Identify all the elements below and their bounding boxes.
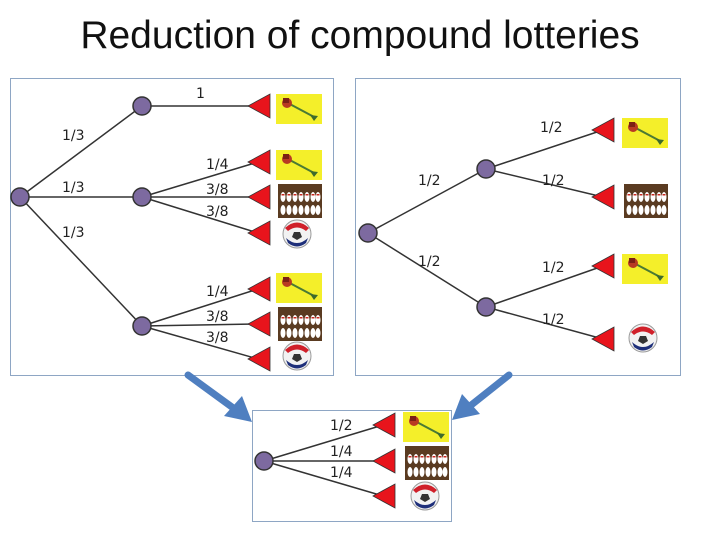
reduced-tree-branches [263,424,384,497]
left-bottom-node [132,316,152,336]
reduced-root-node [254,451,274,471]
outcome-marker [591,326,615,352]
soccer-ball-prize-icon [282,219,312,249]
right-lower-node [476,297,496,317]
outcome-marker [247,93,271,119]
left-middle-node [132,187,152,207]
bowling-pins-prize-icon [624,184,668,218]
dart-prize-icon [621,117,669,149]
dart-prize-icon [275,149,323,181]
right-to-reduced-arrow [452,371,513,420]
right-tree-branches [367,129,604,340]
outcome-marker [372,412,396,438]
soccer-ball-prize-icon [410,481,440,511]
dart-prize-icon [621,253,669,285]
bottom-branch-probability: 1/4 [206,284,229,300]
left-tree-branches [19,105,259,360]
left-top-node [132,96,152,116]
outcome-marker [591,253,615,279]
dart-prize-icon [402,411,450,443]
reduced-probability: 1/4 [330,465,353,481]
right-upper-node [476,159,496,179]
root-probability: 1/3 [62,128,85,144]
bottom-branch-probability: 3/8 [206,309,229,325]
middle-branch-probability: 1/4 [206,157,229,173]
middle-branch-probability: 3/8 [206,182,229,198]
dart-prize-icon [275,272,323,304]
page-title: Reduction of compound lotteries [80,14,640,57]
soccer-ball-prize-icon [282,341,312,371]
outcome-marker [372,448,396,474]
right-upper-probability: 1/2 [540,120,563,136]
middle-branch-probability: 3/8 [206,204,229,220]
outcome-marker [247,184,271,210]
left-to-reduced-arrow [184,371,252,422]
reduced-probability: 1/2 [330,418,353,434]
outcome-marker [591,184,615,210]
outcome-marker [247,311,271,337]
outcome-marker [591,117,615,143]
bottom-branch-probability: 3/8 [206,330,229,346]
soccer-ball-prize-icon [628,323,658,353]
bowling-pins-prize-icon [278,184,322,218]
outcome-marker [247,276,271,302]
outcome-marker [247,346,271,372]
root-probability: 1/3 [62,180,85,196]
right-root-probability: 1/2 [418,173,441,189]
right-root-probability: 1/2 [418,254,441,270]
bowling-pins-prize-icon [405,446,449,480]
bowling-pins-prize-icon [278,307,322,341]
outcome-marker [372,483,396,509]
right-lower-probability: 1/2 [542,260,565,276]
outcome-marker [247,220,271,246]
right-root-node [358,223,378,243]
left-root-node [10,187,30,207]
outcome-marker [247,149,271,175]
top-branch-probability: 1 [196,86,205,102]
root-probability: 1/3 [62,225,85,241]
dart-prize-icon [275,93,323,125]
right-lower-probability: 1/2 [542,312,565,328]
right-upper-probability: 1/2 [542,173,565,189]
reduced-probability: 1/4 [330,444,353,460]
